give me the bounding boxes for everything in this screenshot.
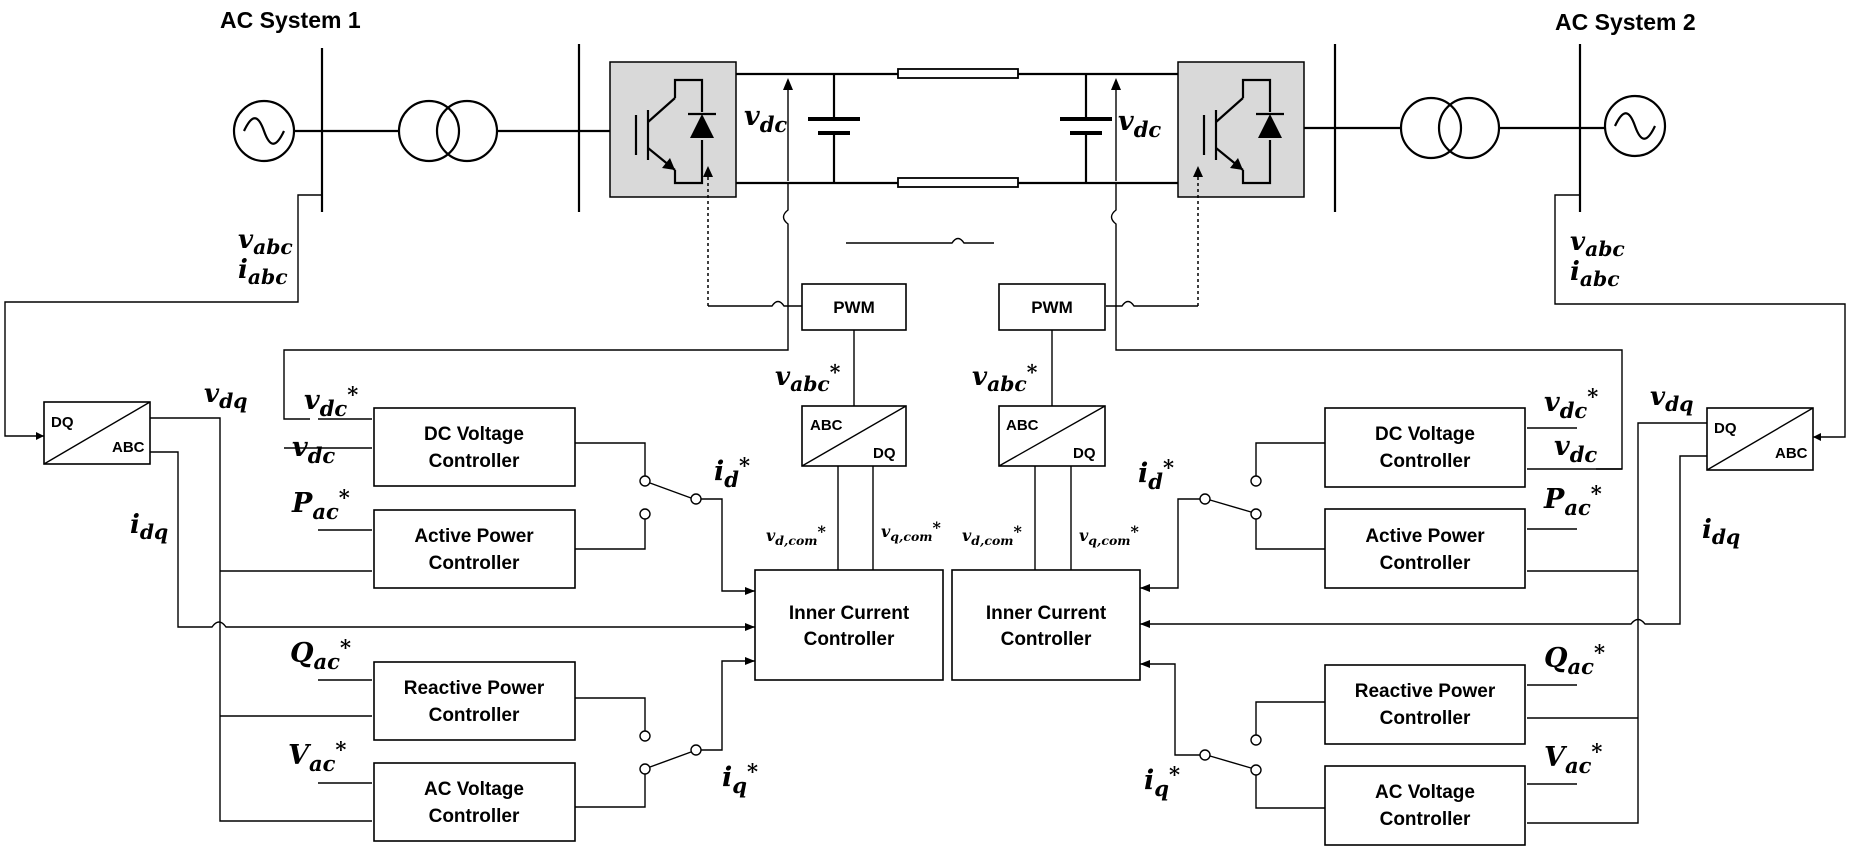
ac-system-1-title: AC System 1 [220,7,361,33]
iq-ref-label-left: iq* [722,759,758,798]
vqcom-label-right: vq,com* [1079,522,1139,548]
id-ref-label-right: id* [1138,455,1174,494]
inner-current-controller-left: Inner Current Controller [754,569,944,681]
vdc-meas-label-left: vdc [292,432,335,468]
svg-text:ABC: ABC [810,417,843,434]
pac-ref-label-right: Pac* [1543,481,1602,520]
svg-text:Active Power: Active Power [414,526,534,547]
svg-text:Controller: Controller [1001,629,1092,650]
ac-source-1-icon [232,99,296,163]
ac-voltage-controller-right: AC Voltage Controller [1324,765,1526,846]
iabc-label-left: iabc [238,255,288,289]
vdc-label-left: vdc [744,101,787,137]
active-power-controller-right: Active Power Controller [1324,508,1526,589]
vdc-ref-label-left: vdc* [304,382,358,421]
svg-text:Controller: Controller [1380,809,1471,830]
ac-system-2-title: AC System 2 [1555,9,1696,35]
svg-text:DQ: DQ [1714,420,1737,437]
dc-line-top-icon [897,68,1019,79]
transformer-1-icon [397,99,499,163]
converter-1-icon [609,61,737,198]
pwm-block-right: PWM [998,283,1106,331]
iq-ref-label-right: iq* [1144,762,1180,801]
vqcom-label-left: vq,com* [881,518,941,544]
vabc-label-right: vabc [1570,227,1625,261]
idq-label-left: idq [130,510,168,544]
svg-text:ABC: ABC [1775,445,1808,462]
svg-text:ABC: ABC [112,439,145,456]
svg-text:Inner Current: Inner Current [986,603,1107,624]
reactive-power-controller-left: Reactive Power Controller [373,661,576,741]
abc-dq-block-left: ABC DQ [801,405,907,467]
svg-text:Inner Current: Inner Current [789,603,910,624]
svg-text:DC Voltage: DC Voltage [424,424,524,445]
vabc-ref-label-left: vabc* [775,360,841,396]
dq-abc-block-right: DQ ABC [1706,407,1814,471]
inner-current-controller-right: Inner Current Controller [951,569,1141,681]
dc-voltage-controller-right: DC Voltage Controller [1324,407,1526,488]
iabc-label-right: iabc [1570,257,1620,291]
qac-ref-label-right: Qac* [1544,640,1605,679]
vabc-label-left: vabc [238,225,293,259]
vdq-label-right: vdq [1650,382,1693,416]
svg-text:AC Voltage: AC Voltage [1375,782,1475,803]
svg-text:Controller: Controller [429,705,520,726]
svg-text:DC Voltage: DC Voltage [1375,424,1475,445]
dc-capacitor-1-icon [808,74,860,183]
dc-voltage-controller-left: DC Voltage Controller [373,407,576,487]
svg-text:PWM: PWM [833,298,875,317]
vac-ref-label-right: Vac* [1544,739,1602,778]
vabc-ref-label-right: vabc* [972,360,1038,396]
transformer-2-icon [1399,96,1501,160]
active-power-controller-left: Active Power Controller [373,509,576,589]
svg-text:DQ: DQ [873,445,896,462]
svg-text:AC Voltage: AC Voltage [424,779,524,800]
svg-text:PWM: PWM [1031,298,1073,317]
dc-capacitor-2-icon [1060,74,1112,183]
reactive-power-controller-right: Reactive Power Controller [1324,664,1526,745]
pac-ref-label-left: Pac* [291,485,350,524]
vdcom-label-right: vd,com* [962,522,1022,548]
svg-text:Reactive Power: Reactive Power [404,678,545,699]
svg-text:Controller: Controller [1380,451,1471,472]
svg-text:Controller: Controller [429,806,520,827]
svg-text:Reactive Power: Reactive Power [1355,681,1496,702]
dc-line-bottom-icon [897,177,1019,188]
qac-ref-label-left: Qac* [290,635,351,674]
idq-label-right: idq [1702,515,1740,549]
ac-source-2-icon [1603,94,1667,158]
svg-text:Controller: Controller [429,553,520,574]
svg-text:Controller: Controller [1380,553,1471,574]
svg-text:Controller: Controller [1380,708,1471,729]
svg-text:DQ: DQ [1073,445,1096,462]
svg-text:DQ: DQ [51,414,74,431]
abc-dq-block-right: ABC DQ [998,405,1106,467]
vdq-label-left: vdq [204,379,247,413]
ac-voltage-controller-left: AC Voltage Controller [373,762,576,842]
vdcom-label-left: vd,com* [766,522,826,548]
svg-text:Active Power: Active Power [1365,526,1485,547]
svg-text:Controller: Controller [804,629,895,650]
vdc-label-right: vdc [1118,106,1161,142]
dq-abc-block-left: DQ ABC [43,401,151,465]
svg-text:Controller: Controller [429,451,520,472]
vac-ref-label-left: Vac* [288,737,346,776]
vdc-meas-label-right: vdc [1554,431,1597,467]
id-ref-label-left: id* [714,453,750,492]
vdc-ref-label-right: vdc* [1544,384,1598,423]
svg-text:ABC: ABC [1006,417,1039,434]
pwm-block-left: PWM [801,283,907,331]
